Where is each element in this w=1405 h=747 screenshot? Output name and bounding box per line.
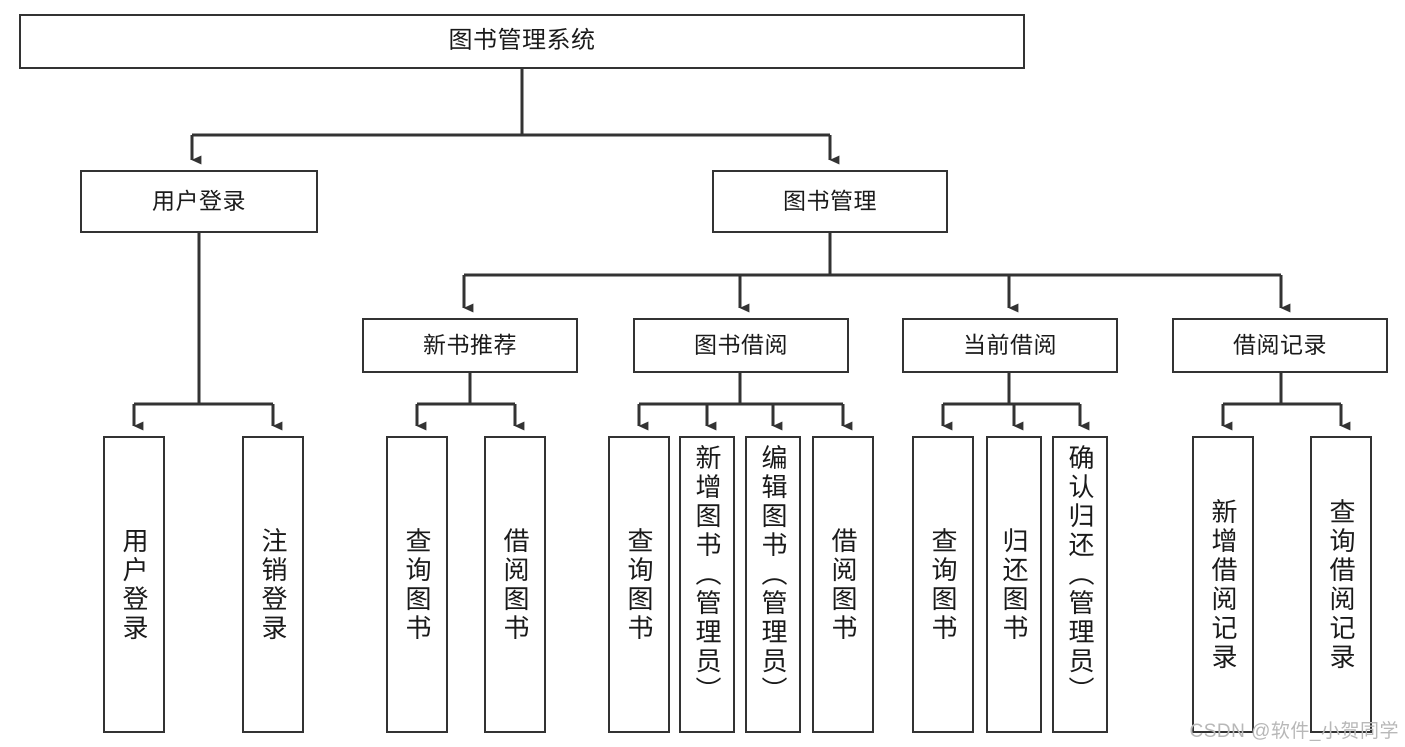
node-leaf-user-login-label: 用户登录 bbox=[119, 526, 149, 643]
node-leaf-add-borrow-record[interactable]: 新增借阅记录 bbox=[1192, 436, 1254, 733]
node-current-borrow-label: 当前借阅 bbox=[963, 331, 1057, 358]
node-leaf-borrow-book-1[interactable]: 借阅图书 bbox=[484, 436, 546, 733]
node-root-system-label: 图书管理系统 bbox=[448, 27, 596, 55]
csdn-watermark: CSDN @软件_小贺同学 bbox=[1189, 721, 1399, 742]
node-leaf-add-book-label: 新增图书（管理员） bbox=[692, 444, 722, 705]
node-leaf-confirm-return-label: 确认归还（管理员） bbox=[1065, 444, 1095, 705]
node-leaf-borrow-book-2-label: 借阅图书 bbox=[828, 526, 858, 643]
node-borrow-record-label: 借阅记录 bbox=[1233, 331, 1327, 358]
node-leaf-query-book-3[interactable]: 查询图书 bbox=[912, 436, 974, 733]
node-current-borrow[interactable]: 当前借阅 bbox=[902, 318, 1118, 373]
node-leaf-borrow-book-2[interactable]: 借阅图书 bbox=[812, 436, 874, 733]
node-leaf-query-book-2-label: 查询图书 bbox=[624, 526, 654, 643]
node-leaf-query-borrow-record[interactable]: 查询借阅记录 bbox=[1310, 436, 1372, 733]
node-leaf-borrow-book-1-label: 借阅图书 bbox=[500, 526, 530, 643]
node-user-login[interactable]: 用户登录 bbox=[80, 170, 318, 233]
node-leaf-add-book[interactable]: 新增图书（管理员） bbox=[679, 436, 735, 733]
node-book-management[interactable]: 图书管理 bbox=[712, 170, 948, 233]
node-book-management-label: 图书管理 bbox=[783, 187, 877, 214]
node-leaf-return-book[interactable]: 归还图书 bbox=[986, 436, 1042, 733]
node-leaf-logout[interactable]: 注销登录 bbox=[242, 436, 304, 733]
node-new-book-recommend-label: 新书推荐 bbox=[423, 331, 517, 358]
node-book-borrow[interactable]: 图书借阅 bbox=[633, 318, 849, 373]
node-book-borrow-label: 图书借阅 bbox=[694, 331, 788, 358]
node-leaf-edit-book[interactable]: 编辑图书（管理员） bbox=[745, 436, 801, 733]
node-leaf-query-book-1-label: 查询图书 bbox=[402, 526, 432, 643]
node-leaf-query-book-1[interactable]: 查询图书 bbox=[386, 436, 448, 733]
node-leaf-query-borrow-record-label: 查询借阅记录 bbox=[1326, 497, 1356, 672]
node-root-system[interactable]: 图书管理系统 bbox=[19, 14, 1025, 69]
node-leaf-add-borrow-record-label: 新增借阅记录 bbox=[1208, 497, 1238, 672]
node-leaf-logout-label: 注销登录 bbox=[258, 526, 288, 643]
node-leaf-query-book-2[interactable]: 查询图书 bbox=[608, 436, 670, 733]
node-new-book-recommend[interactable]: 新书推荐 bbox=[362, 318, 578, 373]
node-user-login-label: 用户登录 bbox=[152, 187, 246, 214]
node-leaf-confirm-return[interactable]: 确认归还（管理员） bbox=[1052, 436, 1108, 733]
node-borrow-record[interactable]: 借阅记录 bbox=[1172, 318, 1388, 373]
node-leaf-query-book-3-label: 查询图书 bbox=[928, 526, 958, 643]
node-leaf-edit-book-label: 编辑图书（管理员） bbox=[758, 444, 788, 705]
node-leaf-return-book-label: 归还图书 bbox=[999, 526, 1029, 643]
node-leaf-user-login[interactable]: 用户登录 bbox=[103, 436, 165, 733]
